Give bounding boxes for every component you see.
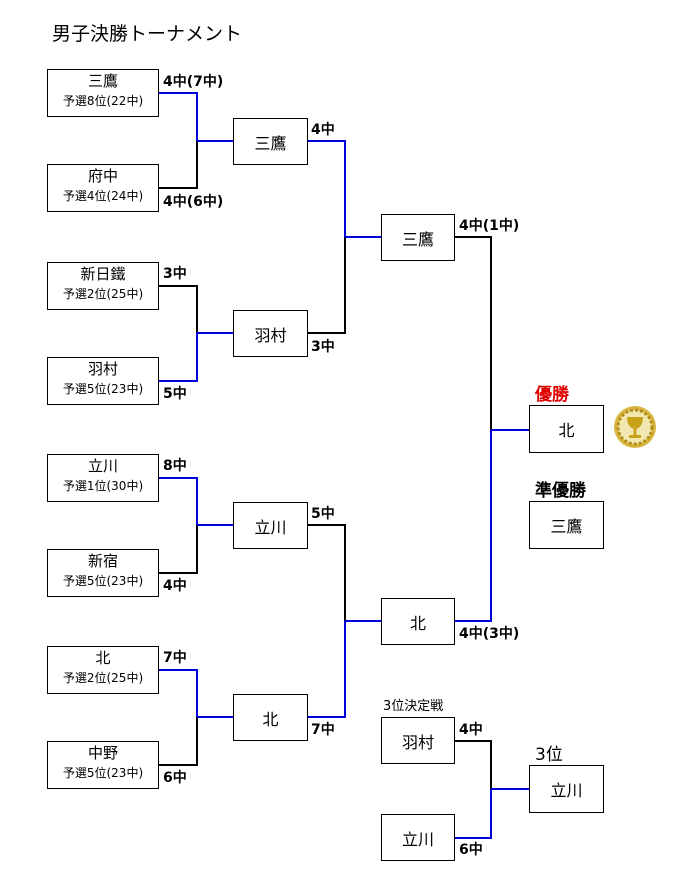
score-r1-8: 6中: [163, 770, 187, 786]
team-name: 羽村: [254, 325, 287, 345]
score-r2-3: 5中: [311, 506, 335, 522]
score-r2-1: 4中: [311, 122, 335, 138]
team-seed: 予選2位(25中): [62, 287, 144, 301]
team-name: 中野: [87, 744, 118, 762]
team-box-r1-4: 羽村 予選5位(23中): [47, 357, 159, 405]
team-name: 北: [409, 613, 426, 633]
winner-box-r2-3: 立川: [233, 502, 308, 549]
connector-r1-m3: [159, 477, 233, 574]
third-place-team-1-box: 羽村: [381, 717, 455, 764]
runner-up-label: 準優勝: [535, 481, 586, 501]
team-name: 立川: [254, 517, 287, 537]
team-seed: 予選8位(22中): [62, 94, 144, 108]
team-name: 北: [262, 709, 279, 729]
team-seed: 予選5位(23中): [62, 574, 144, 588]
team-seed: 予選5位(23中): [62, 766, 144, 780]
winner-box-r2-1: 三鷹: [233, 118, 308, 165]
score-r2-2: 3中: [311, 339, 335, 355]
connector-r1-m4: [159, 669, 233, 766]
winner-box-r2-4: 北: [233, 694, 308, 741]
connector-r2-m2: [308, 524, 381, 718]
champion-box: 北: [529, 405, 604, 453]
connector-r2-m1: [308, 140, 381, 334]
third-place-label: 3位: [535, 745, 563, 765]
score-sf-2: 4中(3中): [459, 626, 520, 642]
winner-box-sf-1: 三鷹: [381, 214, 455, 261]
team-box-r1-1: 三鷹 予選8位(22中): [47, 69, 159, 117]
score-r1-6: 4中: [163, 578, 187, 594]
trophy-icon: [614, 406, 656, 448]
team-name: 府中: [87, 167, 118, 185]
score-r1-3: 3中: [163, 266, 187, 282]
team-name: 立川: [87, 457, 118, 475]
team-box-r1-6: 新宿 予選5位(23中): [47, 549, 159, 597]
score-sf-1: 4中(1中): [459, 218, 520, 234]
score-r1-7: 7中: [163, 650, 187, 666]
third-place-match-label: 3位決定戦: [383, 699, 444, 714]
runner-up-box: 三鷹: [529, 501, 604, 549]
team-name: 立川: [550, 781, 583, 800]
page-title: 男子決勝トーナメント: [52, 23, 243, 45]
third-place-winner-box: 立川: [529, 765, 604, 813]
team-name: 三鷹: [401, 229, 434, 249]
team-seed: 予選2位(25中): [62, 671, 144, 685]
score-r2-4: 7中: [311, 722, 335, 738]
winner-box-r2-2: 羽村: [233, 310, 308, 357]
team-box-r1-8: 中野 予選5位(23中): [47, 741, 159, 789]
team-name: 新宿: [87, 552, 118, 570]
team-box-r1-5: 立川 予選1位(30中): [47, 454, 159, 502]
connector-final: [455, 236, 529, 622]
team-seed: 予選5位(23中): [62, 382, 144, 396]
team-box-r1-7: 北 予選2位(25中): [47, 646, 159, 694]
team-name: 羽村: [87, 360, 118, 378]
score-r1-2: 4中(6中): [163, 194, 224, 210]
team-seed: 予選1位(30中): [62, 479, 144, 493]
champion-label: 優勝: [535, 385, 569, 405]
score-third-2: 6中: [459, 842, 483, 858]
team-name: 北: [558, 421, 575, 440]
score-r1-5: 8中: [163, 458, 187, 474]
team-box-r1-2: 府中 予選4位(24中): [47, 164, 159, 212]
team-box-r1-3: 新日鐵 予選2位(25中): [47, 262, 159, 310]
team-name: 三鷹: [87, 72, 118, 90]
connector-third-place: [455, 740, 529, 839]
team-name: 羽村: [401, 732, 434, 752]
team-name: 三鷹: [550, 517, 583, 536]
score-third-1: 4中: [459, 722, 483, 738]
connector-r1-m2: [159, 285, 233, 382]
team-name: 立川: [401, 829, 434, 849]
score-r1-4: 5中: [163, 386, 187, 402]
connector-r1-m1: [159, 92, 233, 189]
team-name: 三鷹: [254, 133, 287, 153]
score-r1-1: 4中(7中): [163, 74, 224, 90]
winner-box-sf-2: 北: [381, 598, 455, 645]
team-seed: 予選4位(24中): [62, 189, 144, 203]
third-place-team-2-box: 立川: [381, 814, 455, 861]
team-name: 新日鐵: [80, 265, 126, 283]
team-name: 北: [95, 649, 111, 667]
